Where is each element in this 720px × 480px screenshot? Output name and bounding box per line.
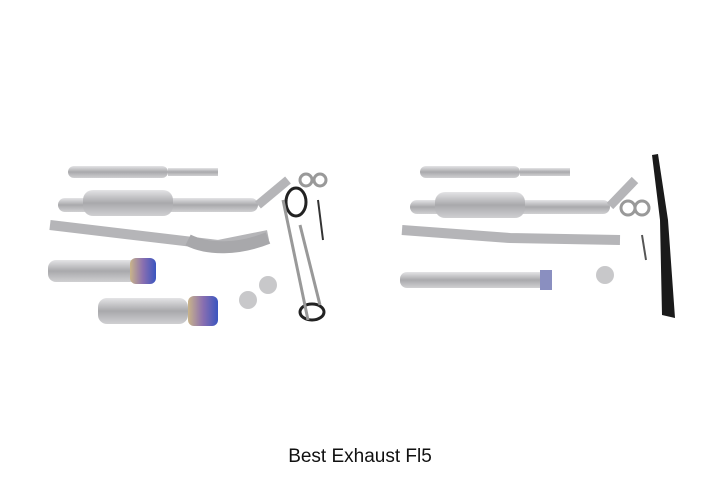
exhaust-kit-image-right [400, 154, 675, 318]
caption: Best Exhaust Fl5 [288, 446, 432, 467]
exhaust-kit-image-left [48, 166, 328, 326]
